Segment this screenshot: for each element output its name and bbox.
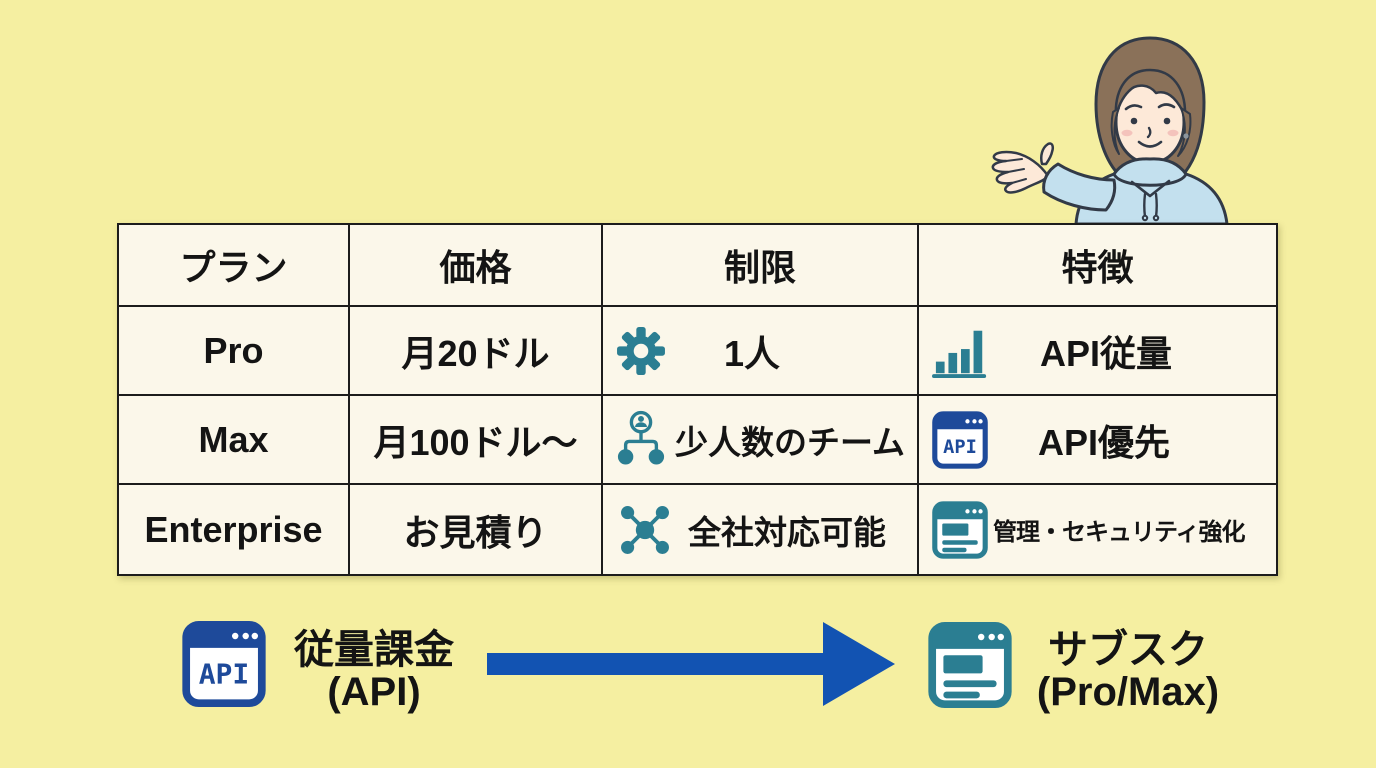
gear-icon [616, 326, 666, 376]
limit-text: 1人 [724, 332, 781, 374]
limit-text: 全社対応可能 [688, 513, 886, 551]
flow-to-label: サブスク (Pro/Max) [1016, 629, 1240, 713]
cell-price-pro: 月20ドル [350, 307, 603, 396]
flow-from-label: 従量課金 (API) [262, 629, 486, 713]
header-price: 価格 [350, 225, 603, 307]
network-icon [616, 501, 674, 559]
flow-from-line2: (API) [327, 670, 421, 714]
header-limit: 制限 [603, 225, 919, 307]
org-chart-icon [616, 410, 666, 469]
limit-text: 少人数のチーム [675, 423, 906, 461]
cell-feature-enterprise: 管理・セキュリティ強化 [919, 485, 1276, 574]
feature-text: 管理・セキュリティ強化 [993, 519, 1246, 546]
api-browser-icon: API [182, 620, 266, 708]
bar-chart-icon [932, 323, 990, 379]
header-plan: プラン [119, 225, 350, 307]
cell-limit-enterprise: 全社対応可能 [603, 485, 919, 574]
woman-presenting-illustration [991, 36, 1229, 224]
pricing-table: プラン 価格 制限 特徴 Pro 月20ドル 1人 API従量 Max 月100… [117, 223, 1278, 576]
cell-limit-pro: 1人 [603, 307, 919, 396]
cell-price-enterprise: お見積り [350, 485, 603, 574]
cell-plan-pro: Pro [119, 307, 350, 396]
flow-to-line2: (Pro/Max) [1036, 670, 1220, 714]
cell-plan-enterprise: Enterprise [119, 485, 350, 574]
browser-window-icon [928, 621, 1012, 709]
header-feature: 特徴 [919, 225, 1276, 307]
flow-from-line1: 従量課金 [294, 628, 454, 672]
arrow-right-icon [487, 622, 895, 706]
cell-feature-max: API API優先 [919, 396, 1276, 485]
feature-text: API優先 [1038, 421, 1171, 463]
cell-feature-pro: API従量 [919, 307, 1276, 396]
cell-limit-max: 少人数のチーム [603, 396, 919, 485]
flow-to-line1: サブスク [1048, 628, 1208, 672]
browser-window-icon [932, 501, 988, 559]
api-browser-icon: API [932, 411, 988, 469]
cell-price-max: 月100ドル〜 [350, 396, 603, 485]
cell-plan-max: Max [119, 396, 350, 485]
feature-text: API従量 [1040, 332, 1173, 374]
svg-text:API: API [199, 658, 250, 691]
svg-text:API: API [943, 437, 977, 458]
